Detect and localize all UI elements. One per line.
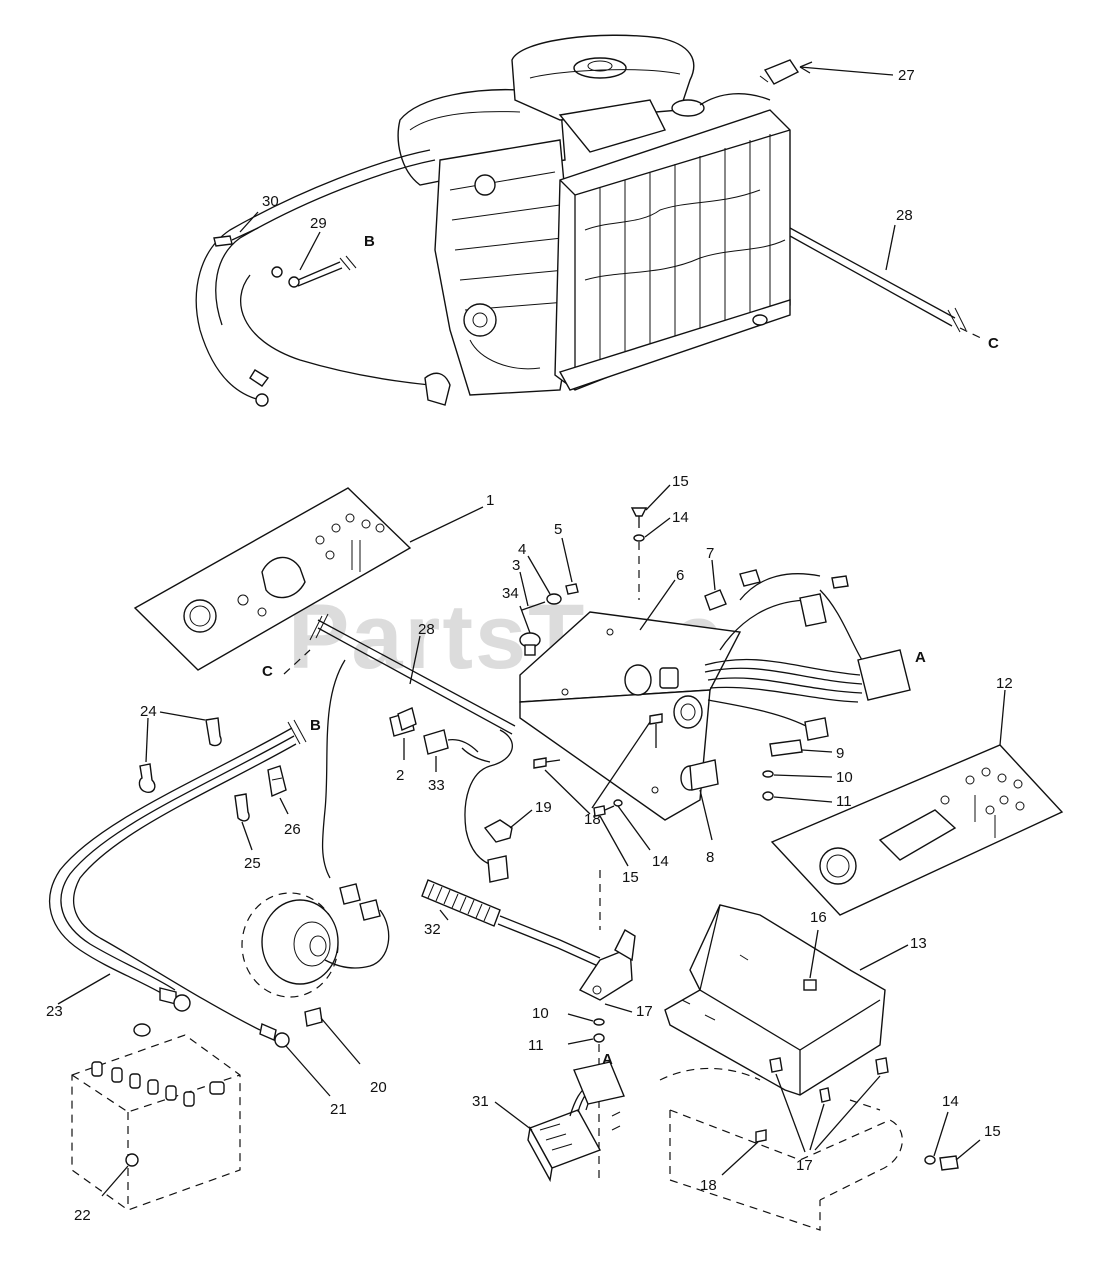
- parts-14-15-middle: 14 15: [593, 799, 669, 930]
- ref-letter-b-bottom: B: [310, 717, 321, 734]
- part-1-gauge-kit: 1: [133, 487, 494, 671]
- wiring-harness: A: [704, 569, 926, 741]
- part-12-gauge-kit: 12: [770, 675, 1064, 916]
- callout-28-bottom: 28: [418, 621, 435, 638]
- part-19-clip: 19: [483, 799, 552, 883]
- battery-box-outline: 17 18: [659, 1057, 903, 1231]
- callout-20: 20: [370, 1079, 387, 1096]
- callout-24: 24: [140, 703, 157, 720]
- callout-2: 2: [396, 767, 404, 784]
- part-27-sensor: 27: [759, 59, 915, 85]
- callout-14-top: 14: [672, 509, 689, 526]
- callout-18-lower: 18: [700, 1177, 717, 1194]
- callout-4: 4: [518, 541, 526, 558]
- callout-28-top: 28: [896, 207, 913, 224]
- callout-3: 3: [512, 557, 520, 574]
- ref-letter-c-bottom: C: [262, 663, 273, 680]
- horn-assembly: [241, 883, 390, 998]
- callout-12: 12: [996, 675, 1013, 692]
- parts-9-10-11: 9 10 11: [762, 739, 853, 810]
- ref-letter-c-top: C: [988, 335, 999, 352]
- callout-10-right: 10: [836, 769, 853, 786]
- callout-17-left: 17: [636, 1003, 653, 1020]
- part-13-battery-bracket: 16 13: [664, 904, 927, 1096]
- ref-letter-a-top: A: [915, 649, 926, 666]
- callout-27: 27: [898, 67, 915, 84]
- ref-letter-a-bottom: A: [602, 1051, 613, 1068]
- callout-13: 13: [910, 935, 927, 952]
- callout-10-left: 10: [532, 1005, 549, 1022]
- callout-33: 33: [428, 777, 445, 794]
- part-18-screws-upper: 18: [533, 713, 663, 828]
- part-34-bumper: 34: [502, 585, 541, 656]
- callout-5: 5: [554, 521, 562, 538]
- callout-25: 25: [244, 855, 261, 872]
- parts-20-21-bolt: 20 21: [285, 1007, 387, 1118]
- battery-cables-top: 30 29 B: [195, 149, 451, 407]
- parts-15-14-top: 15 14: [630, 473, 689, 600]
- callout-30: 30: [262, 193, 279, 210]
- callout-23: 23: [46, 1003, 63, 1020]
- callout-7: 7: [706, 545, 714, 562]
- callout-32: 32: [424, 921, 441, 938]
- callout-15-top: 15: [672, 473, 689, 490]
- callout-1: 1: [486, 492, 494, 509]
- battery: 22: [71, 1023, 241, 1224]
- part-31-connector: A 31: [472, 1051, 625, 1183]
- callout-11-right: 11: [836, 793, 852, 810]
- callout-11-left: 11: [528, 1037, 544, 1054]
- part-24-clips: 24: [138, 703, 222, 794]
- callout-31: 31: [472, 1093, 489, 1110]
- callout-21: 21: [330, 1101, 347, 1118]
- part-8-lamp: 8: [680, 759, 719, 866]
- callout-22: 22: [74, 1207, 91, 1224]
- callout-14-lower: 14: [942, 1093, 959, 1110]
- parts-25-26-clips: 25 26: [234, 765, 301, 872]
- parts-17-10-11-bracket: 17 10 11: [528, 929, 653, 1180]
- parts-2-33-connectors: 2 33: [389, 707, 479, 794]
- parts-3-4-5-hardware: 3 4 5: [512, 521, 579, 611]
- callout-26: 26: [284, 821, 301, 838]
- callout-16: 16: [810, 909, 827, 926]
- ref-letter-b-top: B: [364, 233, 375, 250]
- callout-15-middle: 15: [622, 869, 639, 886]
- part-28-cable-bottom: 28 C: [262, 613, 516, 879]
- callout-17-right: 17: [796, 1157, 813, 1174]
- callout-8: 8: [706, 849, 714, 866]
- part-32-sleeve: 32: [421, 879, 601, 967]
- engine-assembly: [397, 34, 791, 396]
- callout-29: 29: [310, 215, 327, 232]
- callout-14-middle: 14: [652, 853, 669, 870]
- callout-19: 19: [535, 799, 552, 816]
- part-7-switch: 7: [704, 545, 727, 611]
- part-28-cable-top: 28 C: [789, 207, 999, 352]
- callout-34: 34: [502, 585, 519, 602]
- parts-14-15-lower: 14 15: [924, 1093, 1001, 1171]
- callout-6: 6: [676, 567, 684, 584]
- callout-9: 9: [836, 745, 844, 762]
- battery-cables-bottom: B 23: [46, 717, 321, 1048]
- callout-15-lower: 15: [984, 1123, 1001, 1140]
